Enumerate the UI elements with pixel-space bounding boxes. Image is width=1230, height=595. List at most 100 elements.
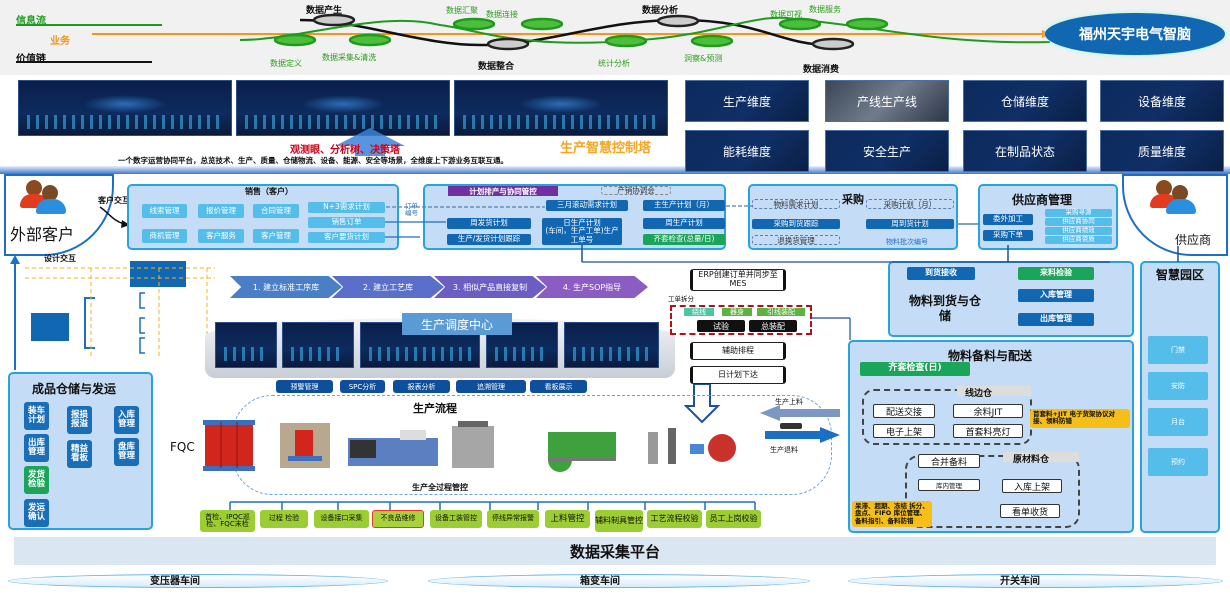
legend-value-chain: 价值链: [16, 54, 46, 65]
in-warehouse-mgmt[interactable]: 库内管理: [918, 479, 980, 491]
sales-customer-demand[interactable]: 客户要货计划: [308, 232, 385, 243]
workshop-switchgear[interactable]: [848, 574, 1223, 588]
supplier-performance[interactable]: 供应商绩效: [1045, 227, 1112, 235]
dashboard-screen-1: [18, 80, 232, 136]
fg-shipping-inspection[interactable]: 发货检验: [24, 466, 49, 494]
weekly-production-plan[interactable]: 周生产计划: [643, 218, 725, 229]
merge-prep[interactable]: 合并备料: [918, 454, 980, 468]
return-exchange-mgmt[interactable]: 退换货管理: [752, 235, 840, 245]
park-access-control[interactable]: 门禁: [1148, 336, 1208, 364]
kit-check-daily[interactable]: 齐套检查(日): [860, 362, 970, 376]
sales-order[interactable]: 销售订单: [308, 217, 385, 228]
test-step[interactable]: 试验: [697, 320, 745, 332]
purchase-order[interactable]: 采购下单: [983, 230, 1033, 241]
pc-process-check[interactable]: 过程 检验: [260, 510, 308, 528]
planning-title: 计划排产与协同管控: [448, 186, 558, 196]
sales-n3-plan[interactable]: N+3需求计划: [308, 202, 385, 213]
control-spc[interactable]: SPC分析: [340, 380, 385, 393]
inbound-shelving[interactable]: 入库上架: [1002, 479, 1062, 493]
control-report[interactable]: 报表分析: [393, 380, 450, 393]
fg-loss-overflow[interactable]: 报损报溢: [67, 406, 92, 434]
step-copy-product[interactable]: 3. 相似产品直接复制: [434, 276, 546, 298]
fg-shipping-confirm[interactable]: 发运确认: [24, 499, 49, 527]
incoming-inspection[interactable]: 来料检验: [1018, 267, 1094, 280]
sales-item-service[interactable]: 客户服务: [198, 229, 244, 243]
tag-body[interactable]: 器身: [722, 308, 752, 316]
tag-winding[interactable]: 绕线: [684, 308, 714, 316]
sales-item-quote[interactable]: 报价管理: [198, 204, 244, 218]
outsourcing[interactable]: 委外加工: [983, 214, 1033, 225]
dimension-energy[interactable]: 能耗维度: [685, 130, 809, 172]
park-platform[interactable]: 月台: [1148, 408, 1208, 436]
kit-check-total[interactable]: 齐套检查(总量/日): [643, 234, 725, 245]
sales-item-customer[interactable]: 客户管理: [253, 229, 299, 243]
step-sop-guide[interactable]: 4. 生产SOP指导: [536, 276, 648, 298]
supplier-sourcing[interactable]: 采购寻源: [1045, 209, 1112, 217]
fg-loading-plan[interactable]: 装车计划: [24, 402, 49, 430]
control-trace[interactable]: 追溯管理: [456, 380, 526, 393]
workshop-box-substation[interactable]: [428, 574, 810, 588]
tag-lead-assembly[interactable]: 引线装配: [757, 308, 805, 316]
electronic-shelving[interactable]: 电子上架: [873, 424, 935, 438]
remaining-jit[interactable]: 余料JIT: [953, 404, 1023, 418]
receive-by-list[interactable]: 看单收货: [1000, 504, 1060, 518]
final-assembly-step[interactable]: 总装配: [749, 320, 797, 332]
control-alert-mgmt[interactable]: 预警管理: [276, 380, 333, 393]
park-security[interactable]: 安防: [1148, 372, 1208, 400]
note-jit-shelf: 首套料+JIT 电子货架协议对接、领料防错: [1030, 409, 1130, 428]
pc-equipment-interface[interactable]: 设备接口采集: [314, 510, 369, 528]
sales-item-opportunity[interactable]: 商机管理: [142, 229, 187, 243]
dimension-quality[interactable]: 质量维度: [1100, 130, 1224, 172]
erp-sync-mes[interactable]: ERP创建订单并同步至MES: [690, 269, 786, 291]
fg-lean-kanban[interactable]: 精益看板: [67, 440, 92, 468]
sales-item-contract[interactable]: 合同管理: [253, 204, 299, 218]
fg-inbound-mgmt[interactable]: 入库管理: [114, 406, 139, 434]
delivery-handover[interactable]: 配送交接: [873, 404, 935, 418]
dimension-safety[interactable]: 安全生产: [825, 130, 949, 172]
pc-tooling-control[interactable]: 设备工装管控: [430, 510, 482, 528]
smart-brain[interactable]: 福州天宇电气智脑: [1045, 13, 1225, 55]
workshop-transformer[interactable]: [8, 574, 388, 588]
supplier-qualification[interactable]: 供应商资质: [1045, 236, 1112, 244]
node-data-visual: [778, 17, 822, 31]
pc-inspection[interactable]: 首检、IPQC巡检、FQC末检: [200, 510, 255, 532]
fg-outbound-mgmt[interactable]: 出库管理: [24, 434, 49, 462]
dimension-warehouse[interactable]: 仓储维度: [963, 80, 1087, 122]
purchase-plan-month[interactable]: 采购计划（月）: [866, 199, 954, 209]
purchase-arrival-tracking[interactable]: 采购到货跟踪: [752, 219, 840, 229]
arrival-receipt[interactable]: 到货接收: [907, 267, 975, 280]
production-sales-meeting[interactable]: 产销协调会: [601, 186, 671, 195]
shipping-plan-tracking[interactable]: 生产/发货计划跟踪: [447, 234, 531, 245]
control-kanban[interactable]: 看板展示: [530, 380, 587, 393]
three-month-demand-plan[interactable]: 三月滚动需求计划: [546, 200, 628, 211]
data-collection-platform[interactable]: 数据采集平台: [14, 537, 1216, 565]
pc-aux-tool-control[interactable]: 辅料制具管控: [595, 510, 643, 532]
dimension-wip[interactable]: 在制品状态: [963, 130, 1087, 172]
dimension-production[interactable]: 生产维度: [685, 80, 809, 122]
step-process-library[interactable]: 2. 建立工艺库: [332, 276, 444, 298]
outbound-mgmt[interactable]: 出库管理: [1018, 313, 1094, 326]
sales-item-leads[interactable]: 线索管理: [142, 204, 187, 218]
master-production-plan[interactable]: 主生产计划（月）: [643, 200, 725, 211]
daily-plan-issue[interactable]: 日计划下达: [690, 366, 786, 384]
first-kit-light[interactable]: 首套料亮灯: [953, 424, 1023, 438]
weekly-shipping-plan[interactable]: 周发货计划: [447, 218, 531, 229]
pc-defect-repair[interactable]: 不良品维修: [372, 510, 424, 528]
pc-process-flow-check[interactable]: 工艺流程校验: [647, 510, 702, 528]
assist-scheduling[interactable]: 辅助排程: [690, 342, 786, 360]
dimension-production-line[interactable]: 产线生产线: [825, 80, 949, 122]
pc-feeding-control[interactable]: 上料管控: [545, 510, 590, 528]
pc-staff-check[interactable]: 员工上岗校验: [706, 510, 761, 528]
legend-info-flow: 信息流: [16, 16, 46, 27]
node-data-connection: [520, 17, 564, 31]
inbound-mgmt[interactable]: 入库管理: [1018, 289, 1094, 302]
weekly-arrival-plan[interactable]: 周到货计划: [866, 219, 954, 229]
park-appointment[interactable]: 预约: [1148, 448, 1208, 476]
material-requirement-plan[interactable]: 物料需求计划: [752, 199, 840, 209]
dimension-equipment[interactable]: 设备维度: [1100, 80, 1224, 122]
supplier-collaboration[interactable]: 供应商协同: [1045, 218, 1112, 226]
step-standard-process[interactable]: 1. 建立标准工序库: [230, 276, 342, 298]
pc-line-stop-alarm[interactable]: 停线异常报警: [487, 510, 539, 528]
fg-stocktaking[interactable]: 盘库管理: [114, 438, 139, 466]
daily-production-plan[interactable]: 日生产计划 (车间，生产工单)生产工单号: [542, 218, 622, 245]
